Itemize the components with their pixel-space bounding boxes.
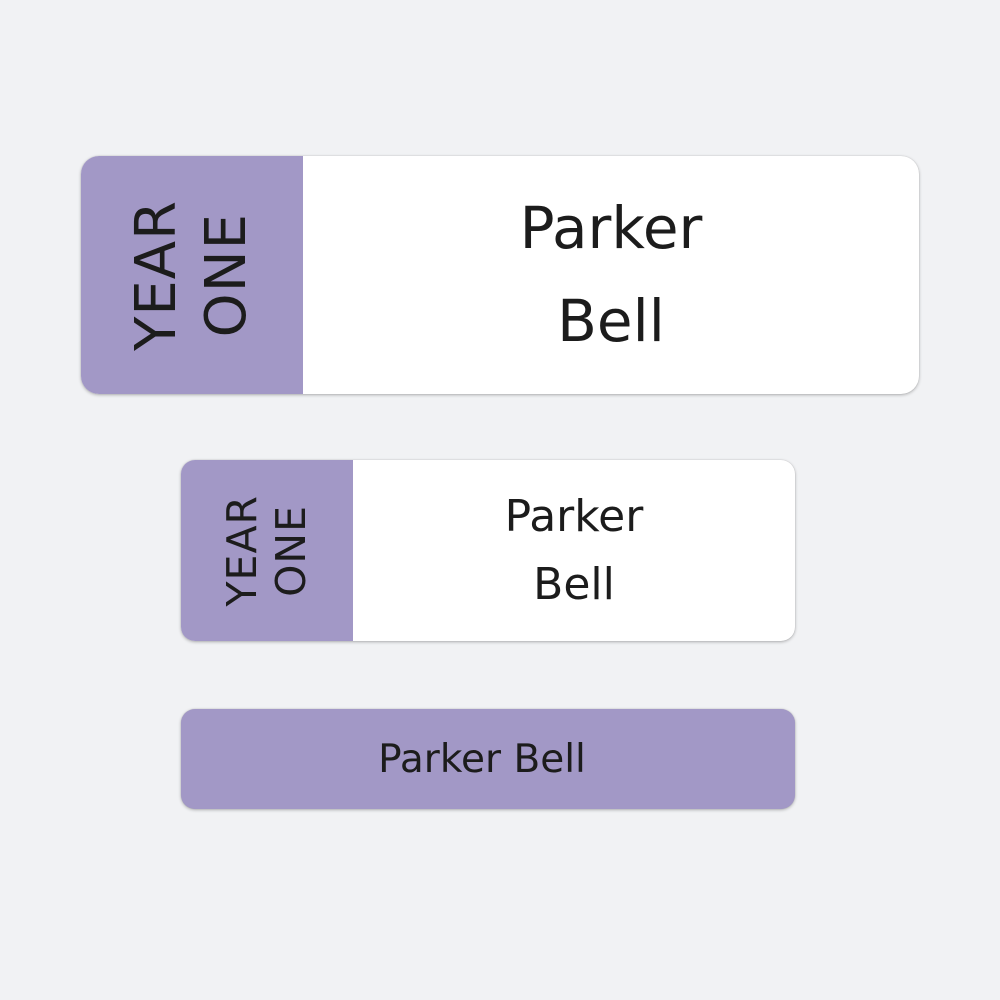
small-name-label: Parker Bell — [181, 709, 795, 809]
first-name: Parker — [519, 194, 703, 262]
first-name: Parker — [504, 490, 644, 542]
last-name: Bell — [557, 287, 665, 355]
class-band: YEAR ONE — [81, 156, 303, 394]
name-area: Parker Bell — [353, 460, 795, 641]
class-text-year: YEAR — [218, 494, 266, 607]
class-text-one: ONE — [267, 504, 315, 597]
class-band: YEAR ONE — [181, 460, 353, 641]
large-name-label: YEAR ONE Parker Bell — [81, 156, 919, 394]
medium-name-label: YEAR ONE Parker Bell — [181, 460, 795, 641]
class-text-year: YEAR — [124, 199, 189, 351]
full-name: Parker Bell — [378, 736, 586, 782]
class-text-one: ONE — [194, 212, 259, 338]
last-name: Bell — [533, 558, 615, 610]
name-area: Parker Bell — [303, 156, 919, 394]
